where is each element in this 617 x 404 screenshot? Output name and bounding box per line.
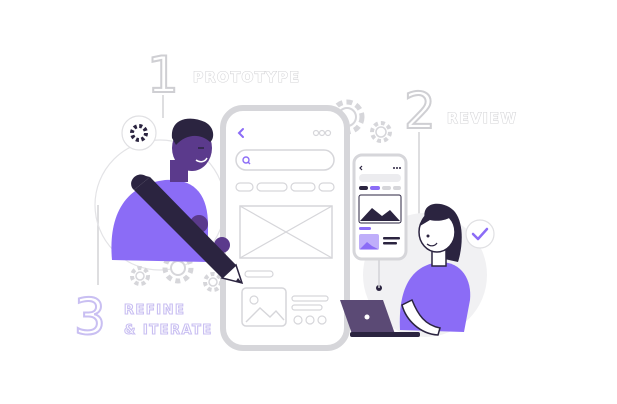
back-arrow-icon	[237, 128, 244, 138]
pencil-icon	[131, 174, 244, 285]
step-2-number: 2	[404, 82, 436, 140]
check-icon	[471, 227, 489, 241]
step-1: 1 PROTOTYPE	[146, 45, 300, 118]
gear-icon	[370, 121, 392, 143]
person-reviewer	[399, 203, 471, 336]
menu-dots-icon	[312, 129, 332, 137]
step-3-number: 3	[74, 288, 106, 346]
step-3-label-line2: & ITERATE	[124, 323, 213, 338]
laptop-icon	[340, 300, 420, 337]
gear-icon	[203, 272, 223, 292]
chip-row	[235, 182, 335, 192]
search-bar	[235, 149, 335, 171]
step-3: 3 REFINE & ITERATE	[73, 205, 213, 347]
phone-mockup	[220, 105, 350, 351]
gear-icon	[130, 124, 148, 142]
search-icon	[242, 156, 251, 165]
gear-icon	[130, 266, 150, 286]
step-1-number: 1	[147, 46, 179, 104]
image-placeholder-icon	[241, 287, 287, 327]
gear-badge	[121, 115, 157, 151]
step-2-label: REVIEW	[447, 111, 517, 127]
check-badge	[465, 219, 495, 249]
step-3-label-line1: REFINE	[124, 303, 185, 318]
small-phone-mockup	[352, 153, 408, 261]
step-2: 2 REVIEW	[403, 81, 517, 230]
image-placeholder-icon	[239, 205, 333, 259]
step-1-label: PROTOTYPE	[193, 70, 300, 86]
